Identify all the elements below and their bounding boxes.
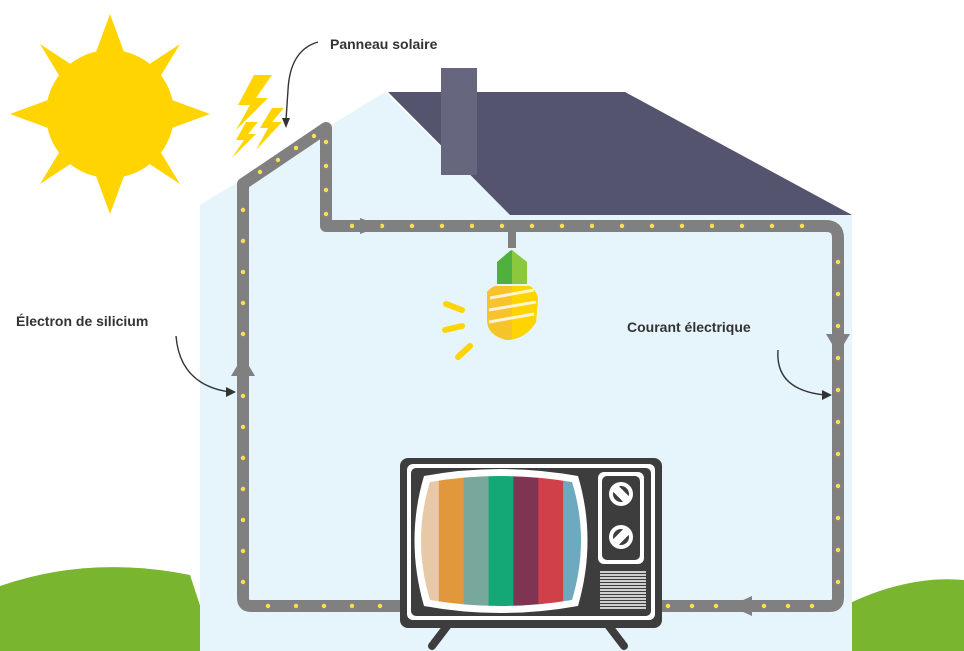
grass-right — [850, 579, 964, 651]
chimney — [441, 68, 477, 175]
bulb-stem — [508, 226, 516, 248]
electron-dot — [649, 223, 655, 229]
electron-dot — [323, 139, 329, 145]
electron-dot — [835, 419, 841, 425]
electron-dot — [293, 603, 299, 609]
label-silicon-electron: Électron de silicium — [16, 313, 149, 329]
electron-dot — [265, 603, 271, 609]
arrow-up — [231, 356, 255, 376]
electron-dot — [761, 603, 767, 609]
electron-dot — [835, 451, 841, 457]
electron-dot — [713, 603, 719, 609]
electron-dot — [809, 603, 815, 609]
tv-screen-bars — [421, 476, 581, 606]
electron-dot — [665, 603, 671, 609]
tv-color-bar — [513, 476, 539, 606]
arrow-left — [730, 596, 752, 616]
electron-dot — [240, 424, 246, 430]
electron-dot — [323, 187, 329, 193]
electron-dot — [377, 603, 383, 609]
electron-dot — [240, 579, 246, 585]
arrow-down — [826, 334, 850, 354]
electron-dot — [323, 211, 329, 217]
electron-dot — [835, 483, 841, 489]
electron-dot — [469, 223, 475, 229]
label-electric-current: Courant électrique — [627, 319, 751, 335]
circuit-wire — [237, 122, 844, 612]
electron-dot — [240, 207, 246, 213]
electron-dot — [293, 145, 299, 151]
electron-dot — [679, 223, 685, 229]
tv-color-bar — [463, 476, 490, 606]
electron-dot — [499, 223, 505, 229]
electron-dot — [739, 223, 745, 229]
roof — [388, 92, 852, 215]
tv-speaker-grille — [600, 571, 646, 609]
electron-dot — [529, 223, 535, 229]
electron-dot — [835, 547, 841, 553]
electron-dot — [257, 169, 263, 175]
electron-dot — [240, 517, 246, 523]
electron-dot — [709, 223, 715, 229]
electron-dot — [240, 486, 246, 492]
electron-dots — [240, 133, 841, 609]
light-bulb-icon — [442, 250, 538, 360]
tv-color-bar — [538, 476, 564, 606]
electron-dot — [835, 259, 841, 265]
tv-color-bar — [438, 476, 465, 606]
grass-left — [0, 567, 215, 651]
electron-dot — [439, 223, 445, 229]
callout-electric-current — [777, 349, 826, 396]
electron-dot — [835, 355, 841, 361]
sun-icon — [10, 14, 210, 214]
electron-dot — [835, 323, 841, 329]
tv-color-bar — [421, 476, 440, 606]
electron-dot — [835, 515, 841, 521]
electron-dot — [349, 223, 355, 229]
electron-dot — [689, 603, 695, 609]
electron-dot — [275, 157, 281, 163]
electron-dot — [835, 291, 841, 297]
electron-dot — [240, 269, 246, 275]
electron-dot — [619, 223, 625, 229]
tv-knob-bottom — [609, 525, 633, 549]
electron-dot — [240, 455, 246, 461]
electron-dot — [349, 603, 355, 609]
callout-solar-panel — [285, 41, 319, 121]
electron-dot — [240, 548, 246, 554]
label-solar-panel: Panneau solaire — [330, 36, 438, 52]
electron-dot — [240, 331, 246, 337]
electron-dot — [835, 579, 841, 585]
television-icon — [400, 458, 662, 650]
electron-dot — [589, 223, 595, 229]
electron-dot — [835, 387, 841, 393]
electron-dot — [323, 163, 329, 169]
electron-dot — [321, 603, 327, 609]
tv-color-bar — [488, 476, 514, 606]
electron-dot — [769, 223, 775, 229]
arrow-right — [360, 218, 382, 234]
callout-silicon-electron — [175, 335, 231, 393]
electron-dot — [409, 223, 415, 229]
electron-dot — [311, 133, 317, 139]
electron-dot — [799, 223, 805, 229]
lightning-icon — [232, 75, 284, 158]
electron-dot — [240, 300, 246, 306]
electron-dot — [559, 223, 565, 229]
electron-dot — [240, 393, 246, 399]
tv-color-bar — [563, 476, 581, 606]
tv-knob-top — [609, 482, 633, 506]
electron-dot — [240, 238, 246, 244]
electron-dot — [785, 603, 791, 609]
